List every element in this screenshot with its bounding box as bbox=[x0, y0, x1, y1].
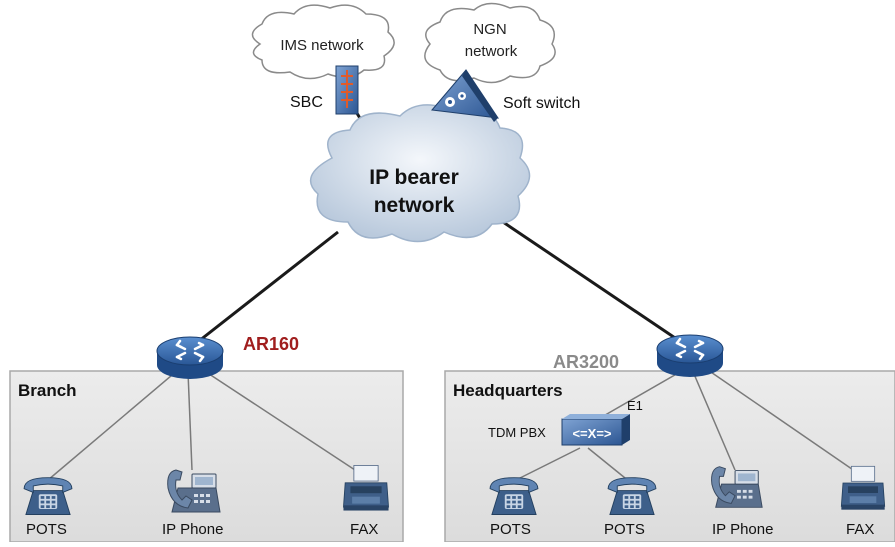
e1-label: E1 bbox=[627, 398, 643, 413]
ims-network-cloud: IMS network bbox=[251, 4, 395, 80]
sbc-device: SBC bbox=[290, 65, 359, 115]
branch-pots-phone: POTS bbox=[23, 477, 73, 538]
ngn-label-line2: network bbox=[465, 43, 518, 60]
ar3200-router: AR3200 bbox=[553, 333, 725, 379]
gear-icon bbox=[445, 92, 466, 107]
hq-pots-phone-2: POTS bbox=[604, 477, 657, 538]
headquarters-title: Headquarters bbox=[453, 381, 563, 400]
bearer-label-line2: network bbox=[374, 194, 455, 217]
hq-fax-label: FAX bbox=[846, 521, 874, 538]
softswitch-label: Soft switch bbox=[503, 95, 580, 112]
hq-ipphone-label: IP Phone bbox=[712, 521, 773, 538]
ar160-router: AR160 bbox=[155, 334, 299, 381]
hq-pots2-label: POTS bbox=[604, 521, 645, 538]
ngn-label-line1: NGN bbox=[473, 21, 506, 38]
hq-ip-phone: IP Phone bbox=[711, 466, 773, 538]
branch-pots-label: POTS bbox=[26, 521, 67, 538]
tdm-pbx-label: TDM PBX bbox=[488, 425, 546, 440]
branch-ipphone-label: IP Phone bbox=[162, 521, 223, 538]
svg-text:<=X=>: <=X=> bbox=[572, 426, 611, 441]
softswitch-device: Soft switch bbox=[431, 69, 580, 122]
sbc-label: SBC bbox=[290, 94, 323, 111]
ngn-network-cloud: NGN network bbox=[424, 2, 556, 84]
tdm-pbx-device: <=X=> TDM PBX E1 bbox=[488, 398, 643, 446]
branch-fax: FAX bbox=[343, 465, 389, 538]
branch-ip-phone: IP Phone bbox=[162, 469, 223, 538]
hq-fax: FAX bbox=[840, 465, 886, 538]
ip-bearer-network-cloud: IP bearer network bbox=[309, 104, 531, 243]
ar3200-label: AR3200 bbox=[553, 352, 619, 372]
hq-pots1-label: POTS bbox=[490, 521, 531, 538]
branch-fax-label: FAX bbox=[350, 521, 378, 538]
ims-label: IMS network bbox=[280, 37, 364, 54]
hq-pots-phone-1: POTS bbox=[489, 477, 539, 538]
bearer-label-line1: IP bearer bbox=[369, 166, 459, 189]
access-links bbox=[47, 367, 863, 483]
ar160-label: AR160 bbox=[243, 334, 299, 354]
branch-title: Branch bbox=[18, 381, 77, 400]
